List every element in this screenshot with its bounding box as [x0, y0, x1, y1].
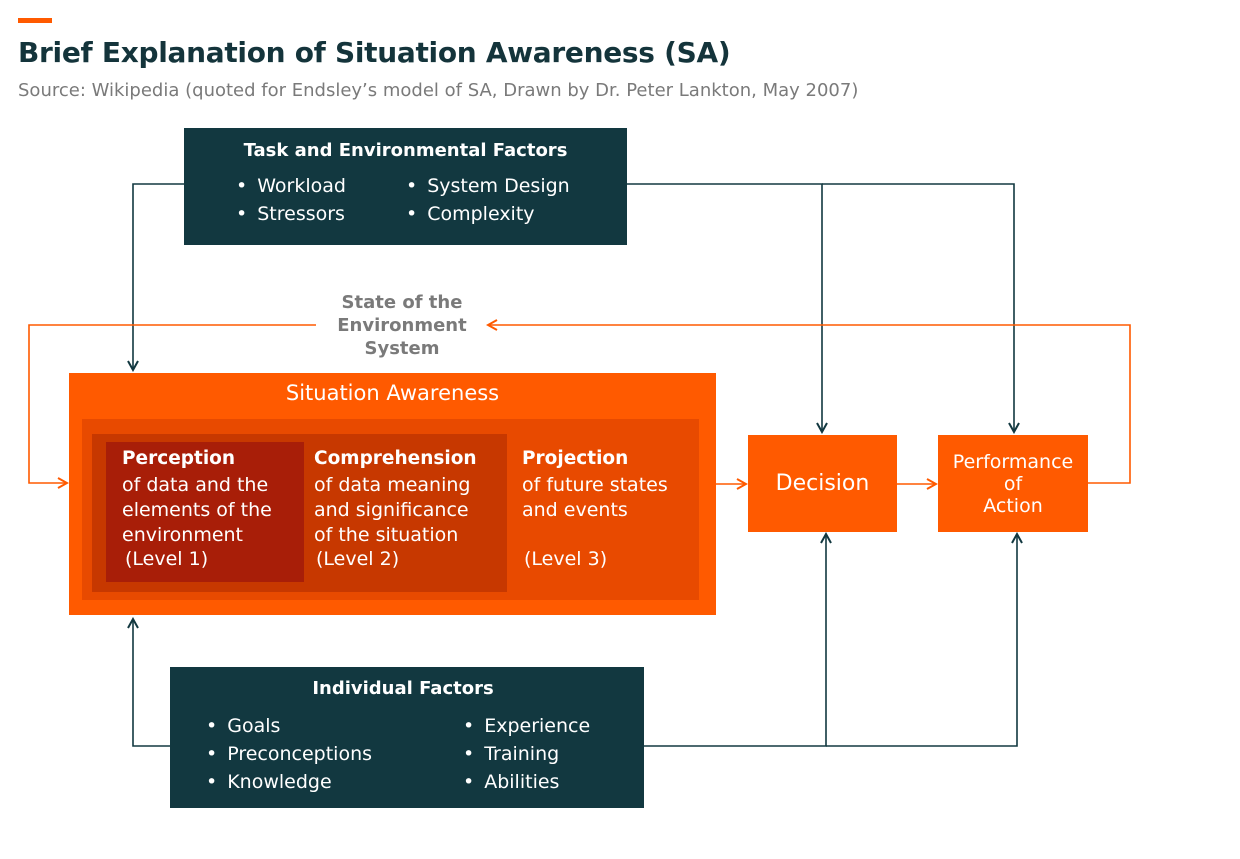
accent-bar [18, 18, 52, 23]
individual-factor-item: Knowledge [206, 771, 331, 793]
feedback-line-right [488, 325, 1131, 484]
task-factor-item: Complexity [406, 203, 534, 225]
individual-to-sa-line [133, 619, 170, 747]
comprehension-heading: Comprehension [314, 448, 477, 469]
individual-factor-item: Abilities [463, 771, 559, 793]
description-line: and significance [314, 499, 469, 521]
individual-factors-box: Individual Factors Goals Preconceptions … [170, 667, 644, 808]
decision-label: Decision [775, 471, 870, 496]
task-factors-heading: Task and Environmental Factors [243, 140, 568, 161]
environment-state-line: Environment [337, 315, 467, 336]
individual-to-performance-line [826, 534, 1017, 747]
individual-factor-item: Experience [463, 715, 590, 737]
source-caption: Source: Wikipedia (quoted for Endsley’s … [18, 80, 859, 101]
description-line: environment [122, 524, 244, 546]
description-line: elements of the [122, 499, 272, 521]
task-environmental-factors-box: Task and Environmental Factors Workload … [184, 128, 627, 245]
perception-heading: Perception [122, 448, 236, 469]
decision-box: Decision [748, 435, 897, 532]
performance-line: Performance [952, 450, 1074, 473]
environment-state-label: State of the Environment System [316, 291, 488, 360]
task-factor-item: System Design [406, 175, 570, 197]
individual-factor-item: Training [463, 743, 559, 765]
description-line: of the situation [314, 524, 459, 546]
comprehension-description: of data meaning and significance of the … [314, 473, 504, 548]
situation-awareness-title: Situation Awareness [285, 381, 500, 405]
description-line: and events [522, 499, 628, 521]
task-to-performance-line [822, 183, 1014, 432]
description-line: of future states [522, 474, 668, 496]
feedback-line-left [28, 324, 316, 483]
level-2-label: (Level 2) [316, 548, 400, 570]
performance-line: Action [983, 494, 1043, 517]
page-title: Brief Explanation of Situation Awareness… [18, 36, 731, 69]
description-line: of data meaning [314, 474, 471, 496]
task-to-sa-line [133, 183, 184, 370]
individual-factors-heading: Individual Factors [312, 678, 494, 699]
description-line: of data and the [122, 474, 269, 496]
projection-description: of future states and events [522, 473, 697, 523]
perception-layer [106, 442, 304, 582]
individual-factor-item: Goals [206, 715, 280, 737]
performance-line: of [1003, 472, 1023, 495]
level-3-label: (Level 3) [524, 548, 608, 570]
perception-description: of data and the elements of the environm… [122, 473, 302, 548]
level-1-label: (Level 1) [125, 548, 209, 570]
environment-state-line: System [364, 338, 440, 359]
environment-state-line: State of the [341, 292, 463, 313]
task-factor-item: Workload [236, 175, 346, 197]
projection-heading: Projection [522, 448, 629, 469]
individual-factor-item: Preconceptions [206, 743, 372, 765]
task-factor-item: Stressors [236, 203, 345, 225]
performance-of-action-box: Performance of Action [938, 435, 1088, 532]
